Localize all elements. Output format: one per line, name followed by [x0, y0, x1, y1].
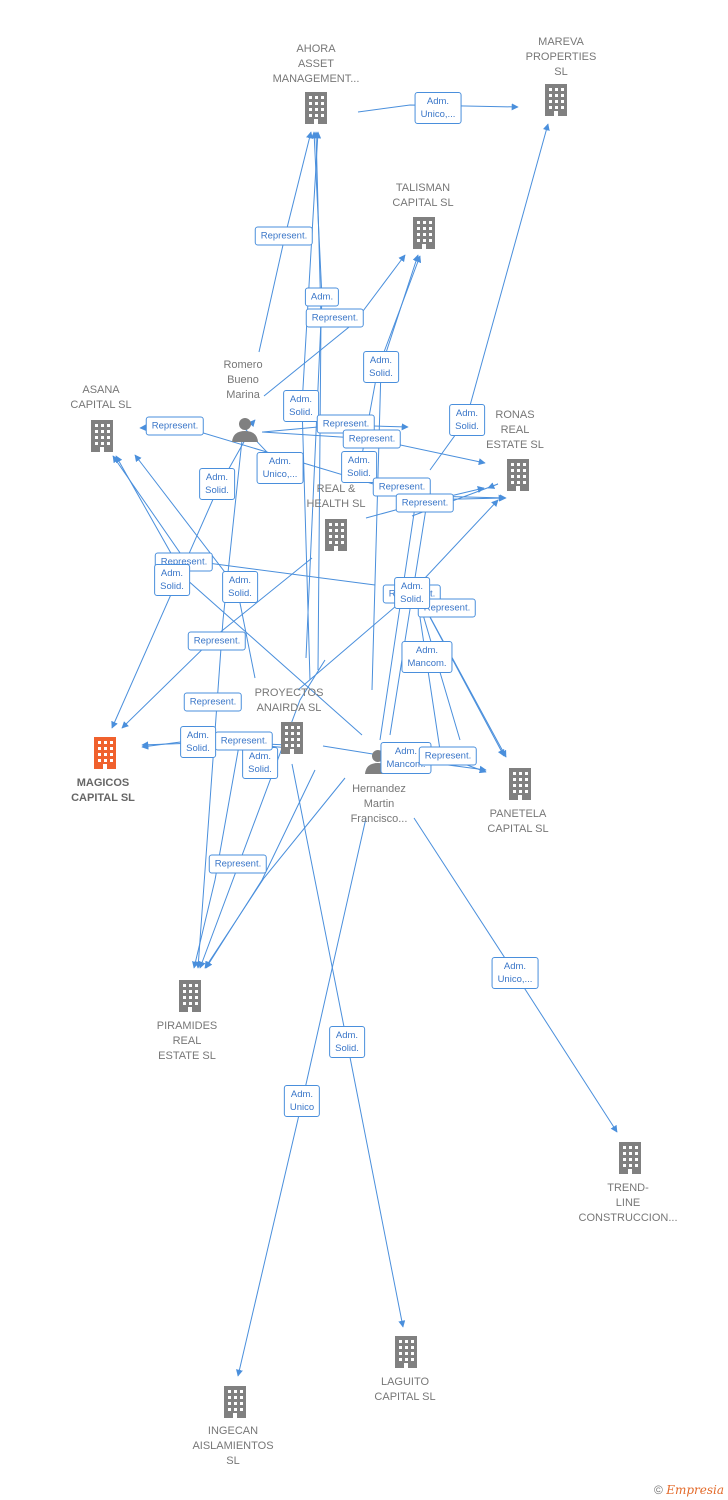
company-name-label[interactable]: ASANA CAPITAL SL [70, 384, 132, 411]
person-icon[interactable] [232, 418, 258, 442]
company-name-label[interactable]: AHORA ASSET MANAGEMENT... [272, 43, 360, 85]
relationship-role-label: Adm. Solid. [283, 390, 319, 422]
relationship-role-label: Adm. Solid. [394, 577, 430, 609]
relationship-role-label: Adm. Solid. [199, 468, 235, 500]
company-name-label[interactable]: PANETELA CAPITAL SL [487, 808, 549, 835]
relationship-role-label: Represent. [214, 731, 274, 751]
company-building-icon[interactable] [509, 768, 531, 800]
relationship-role-label: Adm. Unico,... [491, 957, 539, 989]
company-building-icon[interactable] [395, 1336, 417, 1368]
company-name-label[interactable]: RONAS REAL ESTATE SL [486, 409, 544, 451]
company-name-label[interactable]: MAREVA PROPERTIES SL [525, 36, 597, 78]
relationship-edge [379, 494, 506, 741]
company-building-icon[interactable] [91, 420, 113, 452]
company-building-icon[interactable] [281, 722, 303, 754]
relationship-role-label: Adm. Solid. [222, 571, 258, 603]
copyright-symbol: © [654, 1483, 663, 1497]
relationship-role-label: Adm. Solid. [449, 404, 485, 436]
company-name-label[interactable]: INGECAN AISLAMIENTOS SL [192, 1425, 274, 1467]
company-building-icon[interactable] [325, 519, 347, 551]
relationship-role-label: Represent. [305, 308, 365, 328]
company-building-icon[interactable] [545, 84, 567, 116]
relationship-role-label: Adm. Solid. [363, 351, 399, 383]
relationship-edge [198, 659, 326, 969]
company-name-label[interactable]: REAL & HEALTH SL [306, 483, 366, 510]
relationship-edge [204, 777, 346, 969]
company-name-label[interactable]: TALISMAN CAPITAL SL [392, 182, 454, 209]
person-name-label[interactable]: Romero Bueno Marina [223, 359, 263, 401]
company-building-icon[interactable] [305, 92, 327, 124]
relationship-role-label: Represent. [183, 692, 243, 712]
company-name-label[interactable]: TREND- LINE CONSTRUCCION... [578, 1182, 678, 1224]
relationship-edge [371, 254, 420, 691]
relationship-role-label: Represent. [418, 746, 478, 766]
highlighted-company-icon[interactable] [94, 737, 116, 769]
relationship-role-label: Adm. Solid. [242, 747, 278, 779]
relationship-role-label: Adm. Unico,... [256, 452, 304, 484]
relationship-role-label: Adm. Solid. [180, 726, 216, 758]
company-building-icon[interactable] [413, 217, 435, 249]
company-building-icon[interactable] [619, 1142, 641, 1174]
relationship-role-label: Represent. [208, 854, 268, 874]
relationship-role-label: Represent. [145, 416, 205, 436]
brand-name: Empresia [666, 1483, 724, 1497]
relationship-role-label: Adm. [304, 287, 340, 307]
empresia-logo[interactable]: © Empresia [654, 1483, 724, 1497]
relationship-role-label: Represent. [316, 414, 376, 434]
relationship-role-label: Represent. [187, 631, 247, 651]
company-name-label[interactable]: PROYECTOS ANAIRDA SL [254, 687, 324, 714]
company-name-label[interactable]: LAGUITO CAPITAL SL [374, 1376, 436, 1403]
relationship-role-label: Represent. [254, 226, 314, 246]
relationship-role-label: Adm. Unico,... [414, 92, 462, 124]
company-name-label[interactable]: PIRAMIDES REAL ESTATE SL [156, 1020, 218, 1062]
relationship-role-label: Adm. Solid. [154, 564, 190, 596]
relationship-role-label: Adm. Solid. [341, 451, 377, 483]
company-building-icon[interactable] [224, 1386, 246, 1418]
relationship-edge [192, 739, 241, 969]
relationship-role-label: Represent. [342, 429, 402, 449]
relationship-role-label: Adm. Mancom. [401, 641, 453, 673]
person-name-label[interactable]: Hernandez Martin Francisco... [350, 783, 408, 825]
relationship-edge [194, 439, 243, 969]
relationship-role-label: Adm. Unico [283, 1085, 321, 1117]
relationship-role-label: Represent. [395, 493, 455, 513]
company-building-icon[interactable] [179, 980, 201, 1012]
company-building-icon[interactable] [507, 459, 529, 491]
company-name-label[interactable]: MAGICOS CAPITAL SL [71, 777, 135, 804]
relationship-role-label: Adm. Solid. [329, 1026, 365, 1058]
